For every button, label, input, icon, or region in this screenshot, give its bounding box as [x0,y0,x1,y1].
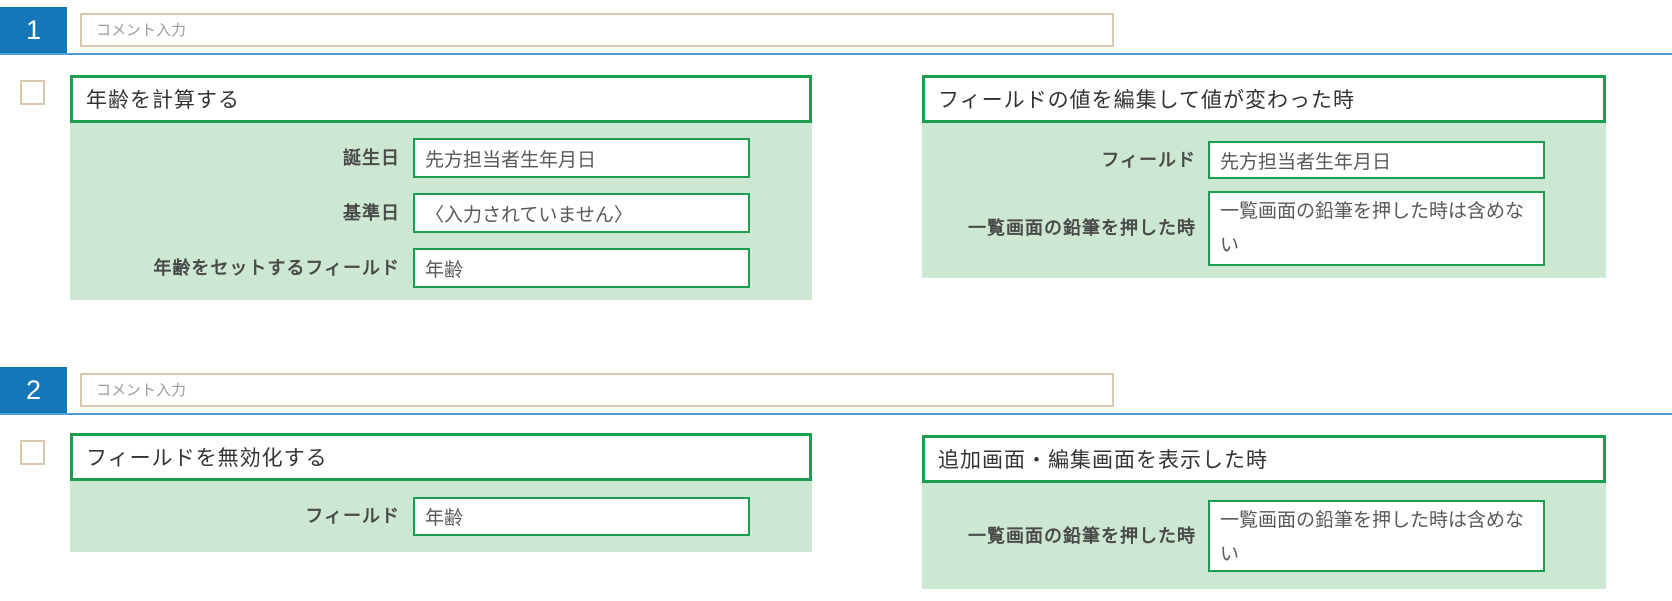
trigger-card-title: フィールドの値を編集して値が変わった時 [938,89,1355,112]
step-number-badge: 2 [0,367,67,413]
select-rule-checkbox[interactable] [20,440,45,465]
field-value: 先方担当者生年月日 [413,138,750,178]
field-label: フィールド [305,506,400,527]
field-row: 一覧画面の鉛筆を押した時 一覧画面の鉛筆を押した時は含めない [922,500,1606,572]
action-card: フィールドを無効化する フィールド 年齢 [70,433,812,552]
trigger-card-header: 追加画面・編集画面を表示した時 [922,435,1606,483]
section-divider [0,53,1672,55]
trigger-card: 追加画面・編集画面を表示した時 一覧画面の鉛筆を押した時 一覧画面の鉛筆を押した… [922,435,1606,589]
field-value: 〈入力されていません〉 [413,193,750,233]
action-card-body: 誕生日 先方担当者生年月日 基準日 〈入力されていません〉 年齢をセットするフィ… [70,123,812,300]
section-divider [0,413,1672,415]
action-card-title: 年齢を計算する [86,89,240,112]
trigger-card-title: 追加画面・編集画面を表示した時 [938,449,1268,472]
field-value: 一覧画面の鉛筆を押した時は含めない [1208,191,1545,266]
trigger-card-body: フィールド 先方担当者生年月日 一覧画面の鉛筆を押した時 一覧画面の鉛筆を押した… [922,123,1606,278]
field-label: 一覧画面の鉛筆を押した時 [968,525,1196,546]
action-card-header: 年齢を計算する [70,75,812,123]
field-label: 誕生日 [343,147,400,168]
field-row: 誕生日 先方担当者生年月日 [70,138,812,178]
comment-input[interactable] [80,373,1114,407]
trigger-card-header: フィールドの値を編集して値が変わった時 [922,75,1606,123]
trigger-card: フィールドの値を編集して値が変わった時 フィールド 先方担当者生年月日 一覧画面… [922,75,1606,278]
step-number-badge: 1 [0,7,67,53]
field-value: 年齢 [413,248,750,288]
field-row: 基準日 〈入力されていません〉 [70,193,812,233]
trigger-card-body: 一覧画面の鉛筆を押した時 一覧画面の鉛筆を押した時は含めない [922,483,1606,589]
field-row: フィールド 年齢 [70,497,812,536]
field-label: 一覧画面の鉛筆を押した時 [968,218,1196,239]
action-card: 年齢を計算する 誕生日 先方担当者生年月日 基準日 〈入力されていません〉 年齢… [70,75,812,300]
select-rule-checkbox[interactable] [20,80,45,105]
field-label: 基準日 [343,202,400,223]
action-card-header: フィールドを無効化する [70,433,812,481]
action-card-body: フィールド 年齢 [70,481,812,552]
field-value: 先方担当者生年月日 [1208,141,1545,179]
field-label: フィールド [1101,149,1196,170]
field-row: フィールド 先方担当者生年月日 [922,141,1606,179]
rule-section-1: 1 年齢を計算する 誕生日 先方担当者生年月日 基準日 〈入力されていません〉 … [0,7,1672,300]
field-value: 年齢 [413,497,750,536]
field-value: 一覧画面の鉛筆を押した時は含めない [1208,500,1545,572]
comment-input[interactable] [80,13,1114,47]
rule-section-2: 2 フィールドを無効化する フィールド 年齢 追加画面・編集画面を表示した時 [0,360,1672,601]
field-row: 一覧画面の鉛筆を押した時 一覧画面の鉛筆を押した時は含めない [922,191,1606,266]
field-row: 年齢をセットするフィールド 年齢 [70,248,812,288]
field-label: 年齢をセットするフィールド [153,257,400,278]
action-card-title: フィールドを無効化する [86,447,328,470]
